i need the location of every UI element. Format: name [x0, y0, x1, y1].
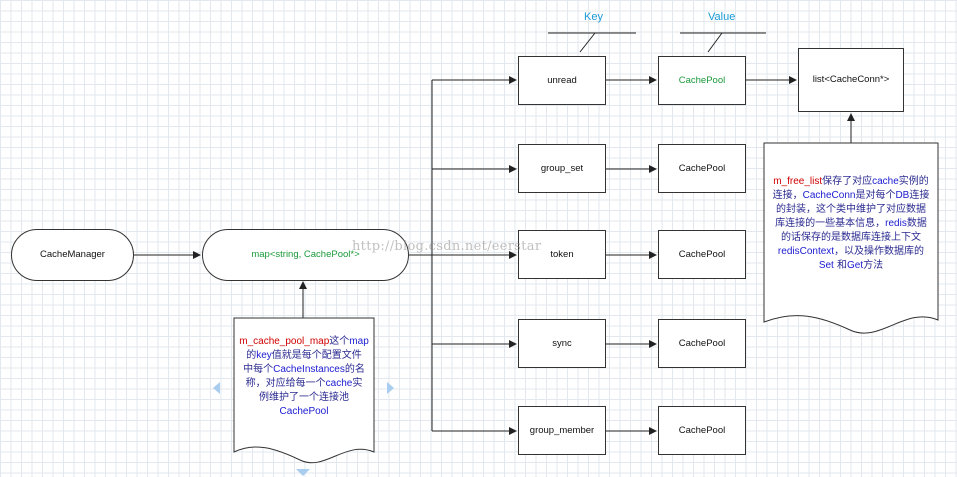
key-unread-box: unread	[518, 56, 606, 105]
cache-manager-node: CacheManager	[11, 229, 134, 281]
pool-group-member-box: CachePool	[658, 406, 746, 455]
watermark: http://blog.csdn.net/eerstar	[352, 239, 542, 254]
note-list-text: m_free_list保存了对应cache实例的 连接，CacheConn是对每…	[772, 176, 930, 271]
key-header-line	[548, 32, 636, 53]
pool-sync-box: CachePool	[658, 319, 746, 368]
value-label: Value	[708, 11, 736, 23]
note-list-shape	[763, 142, 939, 334]
key-group-member-box: group_member	[518, 406, 606, 455]
map-node: map<string, CachePool*>	[202, 229, 409, 281]
key-token-box: token	[518, 230, 606, 279]
note-map-text: m_cache_pool_map这个map 的key值就是每个配置文件 中每个C…	[239, 336, 369, 417]
key-label: Key	[584, 11, 603, 23]
key-sync-box: sync	[518, 319, 606, 368]
note-map-shape	[233, 317, 375, 464]
value-header-line	[680, 32, 766, 53]
pool-token-box: CachePool	[658, 230, 746, 279]
handle-bottom	[296, 469, 310, 476]
handle-left	[213, 382, 220, 394]
key-group-set-box: group_set	[518, 144, 606, 193]
handle-right	[387, 382, 394, 394]
pool-group-set-box: CachePool	[658, 144, 746, 193]
list-cacheconn-box: list<CacheConn*>	[798, 48, 904, 112]
pool-unread-box: CachePool	[658, 56, 746, 105]
